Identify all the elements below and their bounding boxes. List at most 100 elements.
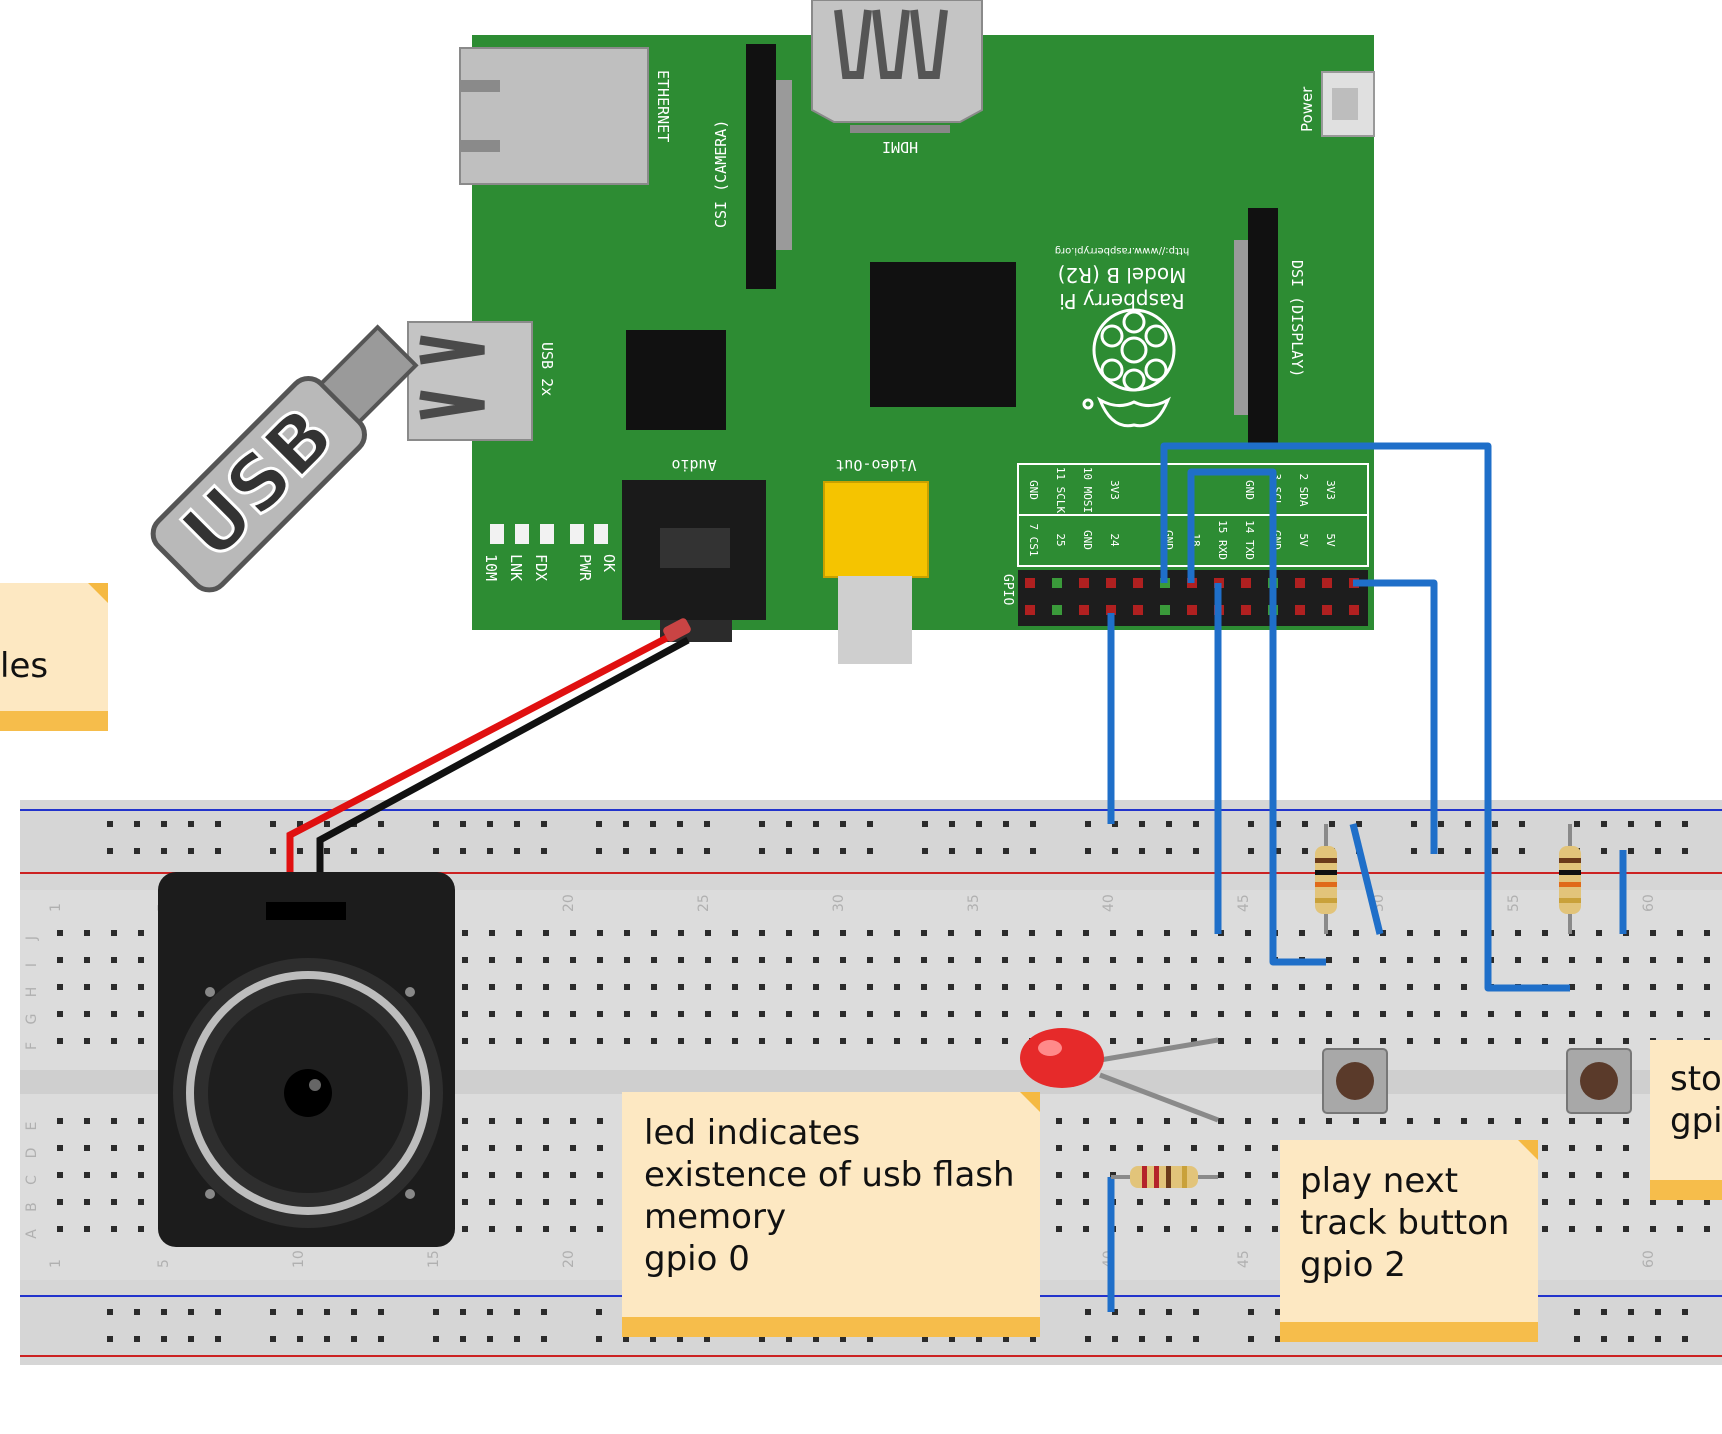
rail-hole <box>1030 1336 1036 1342</box>
breadboard-hole <box>1704 1011 1710 1017</box>
breadboard-hole <box>1137 1011 1143 1017</box>
breadboard-hole <box>489 1226 495 1232</box>
wire-gpio-3v3 <box>1353 579 1438 854</box>
rail-hole <box>460 1309 466 1315</box>
breadboard-hole <box>1056 1145 1062 1151</box>
rail-hole <box>813 821 819 827</box>
breadboard-hole <box>1542 1226 1548 1232</box>
breadboard-hole <box>1191 1145 1197 1151</box>
breadboard-hole <box>1461 1118 1467 1124</box>
breadboard-hole <box>1083 1011 1089 1017</box>
breadboard-hole <box>138 1118 144 1124</box>
breadboard-hole <box>651 984 657 990</box>
breadboard-hole <box>1164 1199 1170 1205</box>
breadboard-hole <box>1704 1199 1710 1205</box>
row-letter: E <box>24 1122 40 1131</box>
breadboard-hole <box>84 1145 90 1151</box>
rail-hole <box>759 821 765 827</box>
rail-hole <box>1112 1309 1118 1315</box>
gpio-pin <box>1025 605 1035 615</box>
column-number: 20 <box>561 1250 577 1268</box>
breadboard-hole <box>570 1118 576 1124</box>
rail-hole <box>1003 848 1009 854</box>
breadboard-hole <box>1515 930 1521 936</box>
gpio-pin-label: 5V <box>1324 533 1337 547</box>
rail-hole <box>922 1336 928 1342</box>
breadboard-hole <box>1218 1172 1224 1178</box>
rail-hole <box>1492 821 1498 827</box>
breadboard-hole <box>1353 957 1359 963</box>
rail-hole <box>134 1309 140 1315</box>
rail-hole <box>596 1309 602 1315</box>
rail-hole <box>378 848 384 854</box>
hdmi-label: HDMI <box>882 138 918 156</box>
breadboard-hole <box>1083 1172 1089 1178</box>
gpio-pin <box>1295 578 1305 588</box>
breadboard-hole <box>1245 957 1251 963</box>
breadboard-hole <box>786 1011 792 1017</box>
gpio-pin <box>1322 578 1332 588</box>
breadboard-hole <box>462 984 468 990</box>
rail-hole <box>297 848 303 854</box>
breadboard-hole <box>1191 1226 1197 1232</box>
gpio-pin <box>1322 605 1332 615</box>
rail-hole <box>541 848 547 854</box>
breadboard-hole <box>1002 1038 1008 1044</box>
breadboard-hole <box>57 1172 63 1178</box>
rail-hole <box>134 1336 140 1342</box>
rail-hole <box>1465 821 1471 827</box>
gpio-pin-label: 11 SCLK <box>1054 467 1067 514</box>
rail-hole <box>1248 848 1254 854</box>
rail-hole <box>867 1336 873 1342</box>
column-number: 30 <box>831 894 847 912</box>
rail-hole <box>1112 821 1118 827</box>
breadboard-hole <box>543 1038 549 1044</box>
breadboard-hole <box>813 1038 819 1044</box>
breadboard-hole <box>1434 957 1440 963</box>
breadboard-hole <box>111 1145 117 1151</box>
breadboard-hole <box>759 1038 765 1044</box>
breadboard-hole <box>1137 1145 1143 1151</box>
display-connector-pins <box>1234 240 1248 415</box>
breadboard-hole <box>84 1172 90 1178</box>
rail-hole <box>351 1309 357 1315</box>
video-out-label: Video-Out <box>835 456 916 474</box>
rail-hole <box>1193 1309 1199 1315</box>
breadboard-hole <box>867 1011 873 1017</box>
usb-port-slots <box>419 335 485 420</box>
breadboard-hole <box>111 1199 117 1205</box>
breadboard-hole <box>1542 1118 1548 1124</box>
rail-hole <box>596 821 602 827</box>
breadboard-hole <box>84 1038 90 1044</box>
led-pwr <box>570 524 584 544</box>
display-connector <box>1248 208 1278 443</box>
breadboard-hole <box>1272 1172 1278 1178</box>
breadboard-hole <box>813 957 819 963</box>
model-line-2: Model B (R2) <box>1058 263 1187 287</box>
breadboard-hole <box>57 1145 63 1151</box>
breadboard-hole <box>1191 1118 1197 1124</box>
rail-hole <box>378 1336 384 1342</box>
breadboard-hole <box>813 1011 819 1017</box>
breadboard-hole <box>1407 957 1413 963</box>
breadboard-hole <box>1191 1199 1197 1205</box>
breadboard-hole <box>111 930 117 936</box>
resistor-led <box>1111 1166 1218 1188</box>
gpio-label: GPIO <box>1000 574 1015 605</box>
rail-hole <box>976 848 982 854</box>
ethernet-port <box>459 47 649 185</box>
breadboard-hole <box>1272 1199 1278 1205</box>
breadboard-hole <box>543 1226 549 1232</box>
blue-wires <box>1107 442 1627 1312</box>
rail-hole <box>1438 848 1444 854</box>
breadboard-hole <box>1191 957 1197 963</box>
rail-hole <box>1628 1309 1634 1315</box>
breadboard-hole <box>1461 1038 1467 1044</box>
breadboard-hole <box>1596 1118 1602 1124</box>
gpio-pin-label: GND <box>1081 530 1094 550</box>
rail-hole <box>596 848 602 854</box>
breadboard-hole <box>1704 1226 1710 1232</box>
breadboard-hole <box>462 1145 468 1151</box>
led-label-ok: OK <box>600 554 618 572</box>
breadboard-hole <box>1218 1118 1224 1124</box>
